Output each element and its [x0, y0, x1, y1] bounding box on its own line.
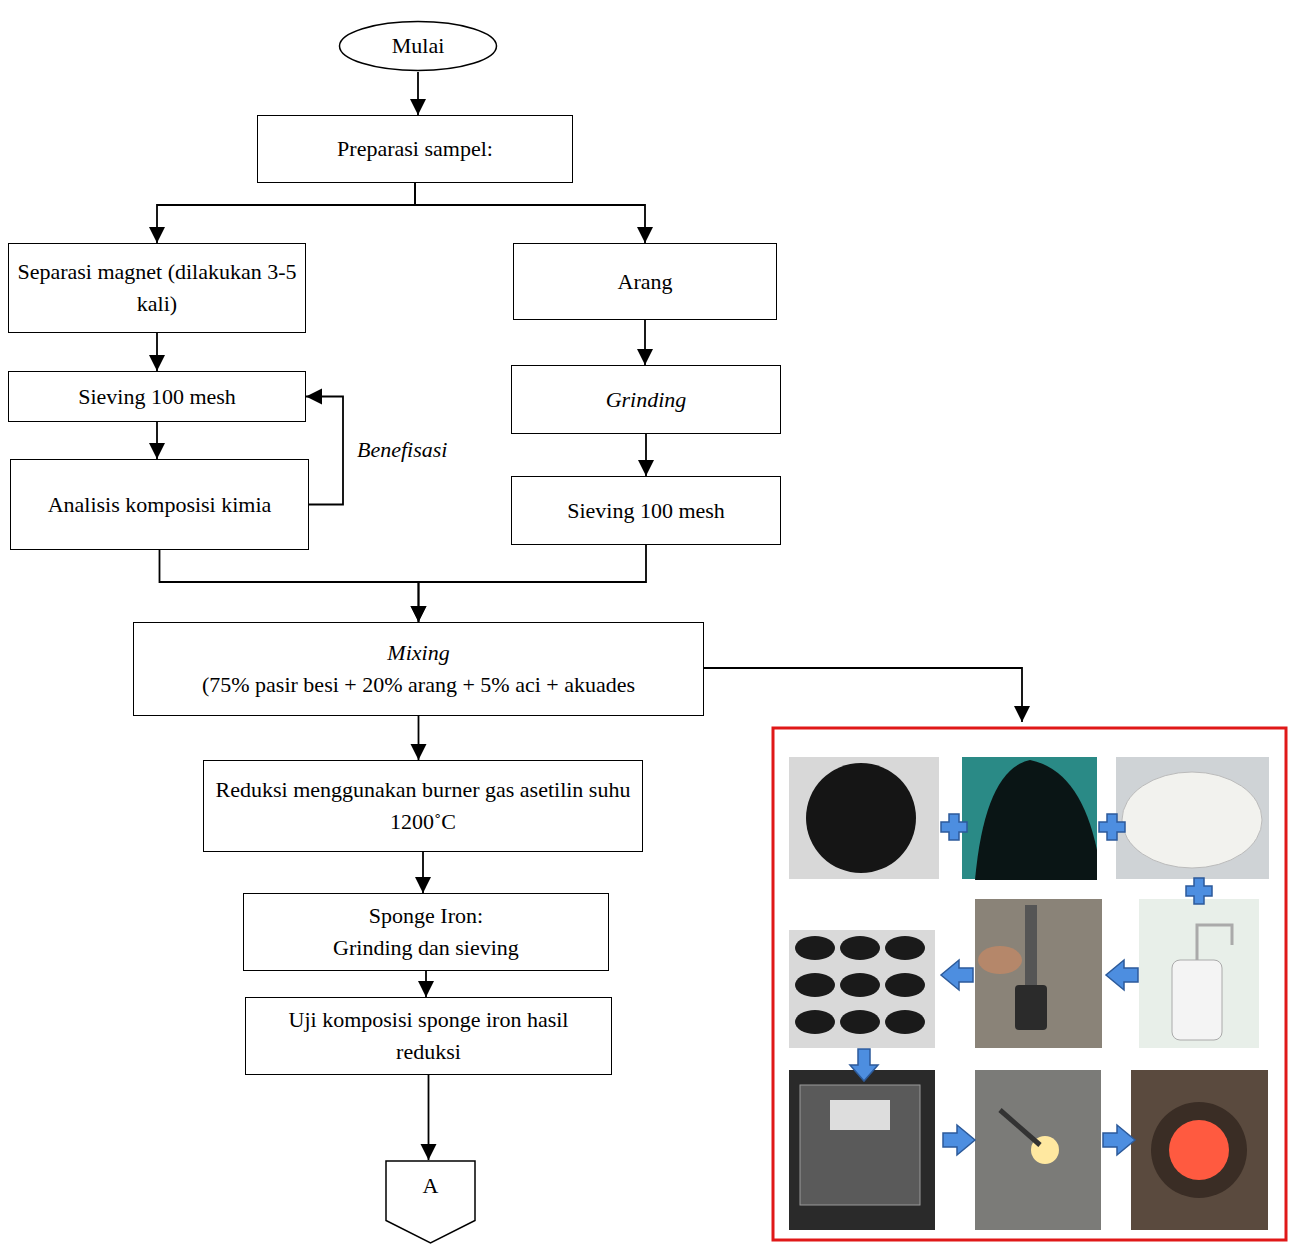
photo-pellets	[789, 930, 935, 1048]
charcoal-powder	[975, 760, 1097, 880]
process-box: Sieving 100 mesh	[8, 371, 306, 422]
process-box: Analisis komposisi kimia	[10, 459, 309, 550]
photo-charcoal	[962, 757, 1097, 879]
wash-bottle	[1172, 960, 1222, 1040]
flow-arrow	[850, 960, 1138, 1155]
photo-torch	[975, 1070, 1101, 1230]
pellets	[795, 936, 925, 1034]
torch	[1000, 1110, 1040, 1145]
press-rod	[1025, 905, 1037, 990]
process-box: Grinding	[511, 365, 781, 434]
process-box: Mixing(75% pasir besi + 20% arang + 5% a…	[133, 622, 704, 716]
box-text: Sieving 100 mesh	[78, 381, 236, 413]
flow-arrow	[417, 72, 419, 115]
flow-arrow	[645, 434, 647, 476]
bottle-nozzle	[1197, 925, 1232, 960]
photo-frame	[773, 728, 1286, 1240]
glowing-sample	[1169, 1120, 1229, 1180]
outline	[340, 22, 497, 71]
process-box: Arang	[513, 243, 777, 320]
box-text: Grinding dan sieving	[333, 932, 519, 964]
flow-arrow	[425, 971, 427, 997]
photo-iron-sand	[789, 757, 939, 879]
pentagon-outline	[385, 1160, 476, 1244]
oven-tray	[830, 1100, 890, 1130]
flow-arrow	[418, 716, 420, 760]
box-text: Arang	[618, 266, 673, 298]
photo-starch	[1116, 757, 1269, 879]
press-mold	[1015, 985, 1047, 1030]
flow-arrow	[156, 422, 158, 459]
process-box: Sieving 100 mesh	[511, 476, 781, 545]
flow-arrow	[422, 852, 424, 893]
box-text: A	[423, 1170, 439, 1202]
process-box: Preparasi sampel:	[257, 115, 573, 183]
flow-arrow	[644, 320, 646, 365]
box-text: Separasi magnet (dilakukan 3-5 kali)	[17, 256, 297, 320]
leader-arrow	[704, 668, 1022, 722]
plus-sign	[941, 814, 1212, 904]
hand	[978, 946, 1022, 974]
box-text: Grinding	[606, 384, 687, 416]
iron-sand-pile	[806, 763, 916, 873]
flow-arrow	[428, 1075, 430, 1160]
flow-arrow	[415, 183, 645, 243]
oven-chamber	[800, 1085, 920, 1205]
process-box: Reduksi menggunakan burner gas asetilin …	[203, 760, 643, 852]
photo-crucible	[1131, 1070, 1268, 1230]
box-text: Sponge Iron:	[369, 900, 483, 932]
photo-pressing	[975, 899, 1102, 1048]
box-text: Reduksi menggunakan burner gas asetilin …	[212, 774, 634, 838]
process-box: Sponge Iron:Grinding dan sieving	[243, 893, 609, 971]
process-box: Uji komposisi sponge iron hasil reduksi	[245, 997, 612, 1075]
process-box: Separasi magnet (dilakukan 3-5 kali)	[8, 243, 306, 333]
starch-bowl	[1122, 772, 1262, 868]
crucible	[1151, 1102, 1247, 1198]
photo-oven	[789, 1070, 935, 1230]
flow-arrow	[160, 550, 419, 622]
box-text: Preparasi sampel:	[337, 133, 493, 165]
edge-label: Benefisasi	[355, 437, 449, 463]
box-text: Analisis komposisi kimia	[48, 489, 272, 521]
outline	[386, 1161, 475, 1243]
box-text: (75% pasir besi + 20% arang + 5% aci + a…	[202, 669, 635, 701]
offpage-connector: A	[385, 1160, 476, 1244]
photo-water	[1139, 899, 1259, 1048]
box-text: Mixing	[387, 637, 449, 669]
box-text: Sieving 100 mesh	[567, 495, 725, 527]
flow-arrow	[156, 333, 158, 371]
box-text: Mulai	[392, 30, 445, 62]
start-ellipse: Mulai	[338, 20, 498, 72]
flow-arrow	[157, 183, 415, 243]
flow-arrow	[419, 545, 647, 622]
flow-arrow	[306, 397, 343, 505]
box-text: Uji komposisi sponge iron hasil reduksi	[254, 1004, 603, 1068]
